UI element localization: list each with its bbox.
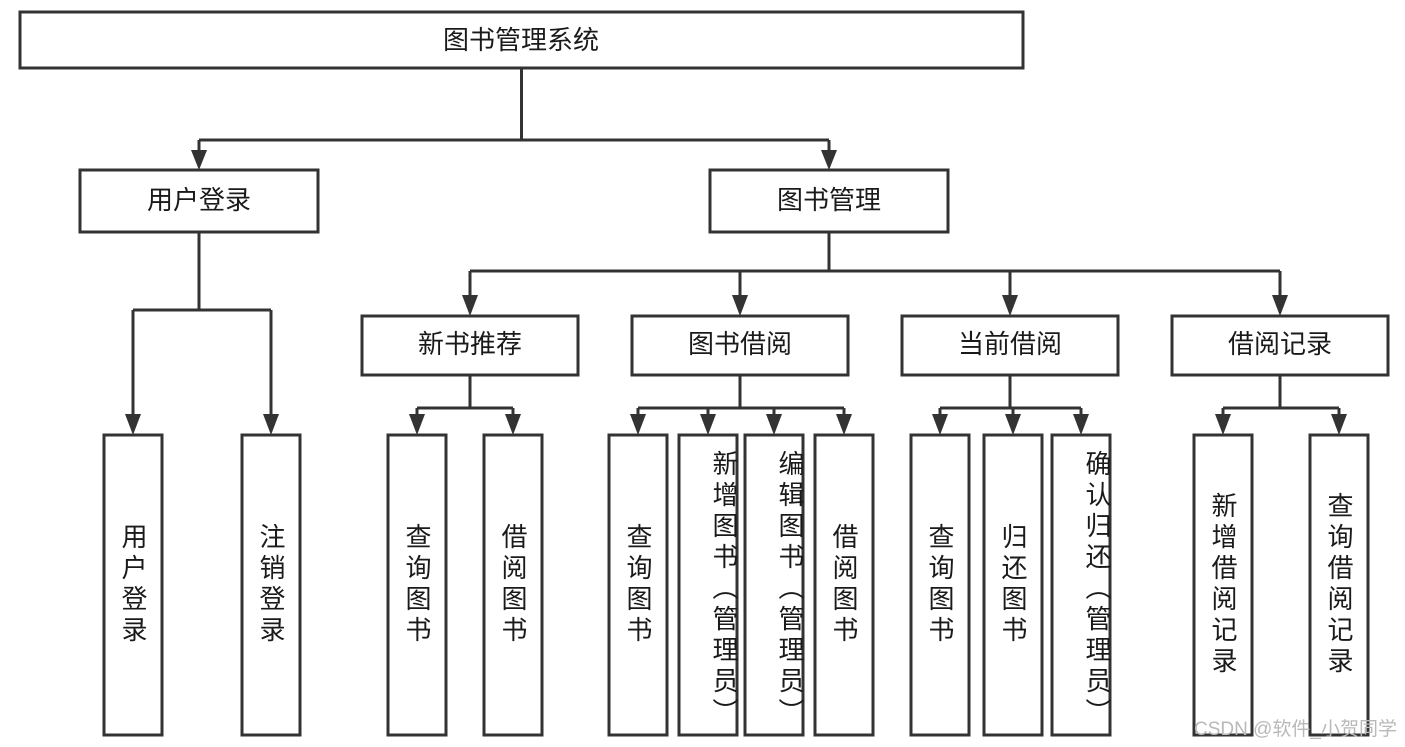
- arrow-head-confirm-return: [1073, 414, 1089, 435]
- node-leaf-borrow-book-1-box[interactable]: [482, 433, 544, 737]
- node-new-book-recommend[interactable]: 新书推荐: [360, 314, 580, 377]
- arrow-head-query-book-2: [630, 414, 646, 435]
- node-book-management[interactable]: 图书管理: [708, 168, 950, 234]
- arrow-head-add-record: [1215, 414, 1231, 435]
- node-leaf-query-record-box[interactable]: [1308, 433, 1370, 737]
- node-root-label: 图书管理系统: [443, 25, 599, 55]
- arrow-head-borrow-book-1: [505, 414, 521, 435]
- node-leaf-add-record-box[interactable]: [1192, 433, 1254, 737]
- node-current-borrow-label: 当前借阅: [958, 329, 1062, 359]
- node-borrow-record[interactable]: 借阅记录: [1170, 314, 1390, 377]
- arrow-head-book-management: [821, 150, 837, 170]
- arrow-head-user-login: [191, 150, 207, 170]
- node-user-login-label: 用户登录: [147, 185, 251, 215]
- node-root[interactable]: 图书管理系统: [18, 10, 1025, 70]
- arrow-head-leaf-user-login: [125, 414, 141, 435]
- node-leaf-query-book-2-box[interactable]: [607, 433, 669, 737]
- node-leaf-query-book-1-box[interactable]: [386, 433, 448, 737]
- node-leaf-user-login-box[interactable]: [102, 433, 164, 737]
- node-book-borrow-label: 图书借阅: [688, 329, 792, 359]
- node-leaf-logout-box[interactable]: [240, 433, 302, 737]
- arrow-head-borrow-record: [1272, 295, 1288, 316]
- node-user-login[interactable]: 用户登录: [78, 168, 320, 234]
- node-book-management-label: 图书管理: [777, 185, 881, 215]
- node-book-management-box[interactable]: [708, 168, 950, 234]
- arrow-head-query-record: [1331, 414, 1347, 435]
- node-new-book-recommend-label: 新书推荐: [418, 329, 522, 359]
- arrow-head-leaf-logout: [263, 414, 279, 435]
- node-leaf-borrow-book-2-box[interactable]: [813, 433, 875, 737]
- node-root-box[interactable]: [18, 10, 1025, 70]
- node-book-borrow[interactable]: 图书借阅: [630, 314, 850, 377]
- watermark-text: CSDN @软件_小贺同学: [1194, 719, 1397, 740]
- node-leaf-return-book-box[interactable]: [982, 433, 1044, 737]
- arrow-head-add-book: [700, 414, 716, 435]
- arrow-head-current-borrow: [1002, 295, 1018, 316]
- arrow-head-edit-book: [766, 414, 782, 435]
- node-user-login-box[interactable]: [78, 168, 320, 234]
- node-leaf-query-book-3-box[interactable]: [909, 433, 971, 737]
- node-borrow-record-box[interactable]: [1170, 314, 1390, 377]
- arrow-head-query-book-3: [932, 414, 948, 435]
- node-borrow-record-label: 借阅记录: [1228, 329, 1332, 359]
- arrow-head-return-book: [1005, 414, 1021, 435]
- node-book-borrow-box[interactable]: [630, 314, 850, 377]
- node-current-borrow[interactable]: 当前借阅: [900, 314, 1120, 377]
- node-leaf-add-book-box[interactable]: [677, 433, 739, 737]
- arrow-head-new-book-recommend: [462, 295, 478, 316]
- leaf-box-layer: [102, 433, 1370, 737]
- node-new-book-recommend-box[interactable]: [360, 314, 580, 377]
- arrow-head-borrow-book-2: [836, 414, 852, 435]
- arrow-head-book-borrow: [732, 295, 748, 316]
- node-leaf-edit-book-box[interactable]: [743, 433, 805, 737]
- node-leaf-confirm-return-box[interactable]: [1050, 433, 1112, 737]
- arrow-head-query-book-1: [409, 414, 425, 435]
- node-current-borrow-box[interactable]: [900, 314, 1120, 377]
- connector-layer: [125, 68, 1347, 435]
